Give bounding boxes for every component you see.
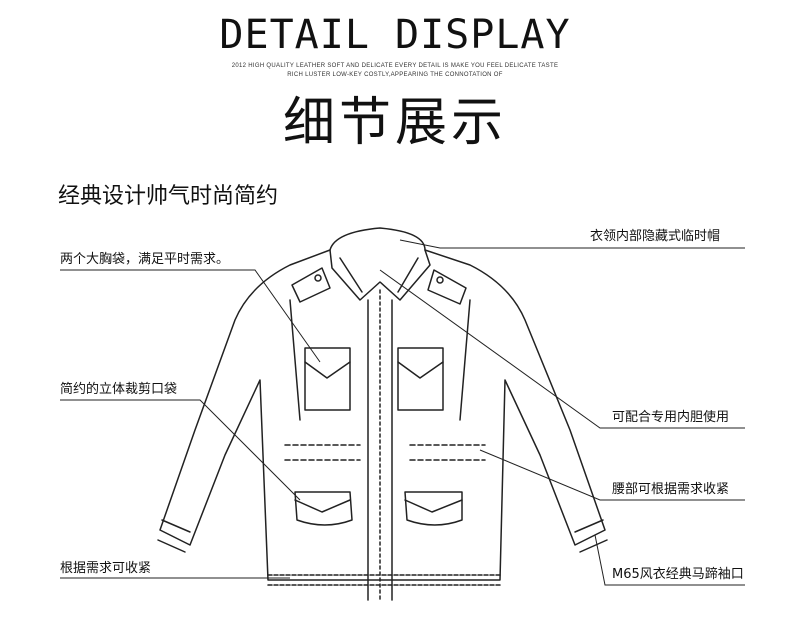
section-subtitle: 经典设计帅气时尚简约 [58,184,279,209]
tagline-line-1: 2012 HIGH QUALITY LEATHER SOFT AND DELIC… [231,63,559,69]
callout-hem: 根据需求可收紧 [60,561,152,576]
jacket-collar [329,227,431,301]
right-chest-pocket [397,347,444,411]
tagline-line-2: RICH LUSTER LOW-KEY COSTLY,APPEARING THE… [287,72,503,78]
leader-waist [479,449,745,501]
title-chinese: 细节展示 [282,93,507,153]
callout-chest-pockets: 两个大胸袋，满足平时需求。 [60,252,230,267]
callout-hood: 衣领内部隐藏式临时帽 [590,229,721,244]
left-waist-band [284,444,361,461]
left-lower-pocket [294,491,353,526]
left-cuff [157,519,191,553]
front-placket [367,299,393,601]
callout-cut-pocket: 简约的立体裁剪口袋 [60,382,178,397]
leader-hood [399,239,745,249]
callout-cuff: M65风衣经典马蹄袖口 [612,567,744,582]
right-epaulette [427,269,467,305]
left-epaulette [291,267,331,303]
right-cuff [574,519,608,553]
jacket-body-outline [159,249,606,581]
left-chest-pocket [304,347,351,411]
callout-waist: 腰部可根据需求收紧 [612,482,730,497]
callout-liner: 可配合专用内胆使用 [612,410,730,425]
right-waist-band [409,444,486,461]
leader-cut-pocket [60,399,301,501]
leader-chest-pockets [60,269,321,363]
title-english: DETAIL DISPLAY [219,12,571,58]
right-lower-pocket [404,491,463,526]
hem-band [267,574,501,586]
leader-cuff [594,534,745,586]
leader-liner [379,269,745,429]
